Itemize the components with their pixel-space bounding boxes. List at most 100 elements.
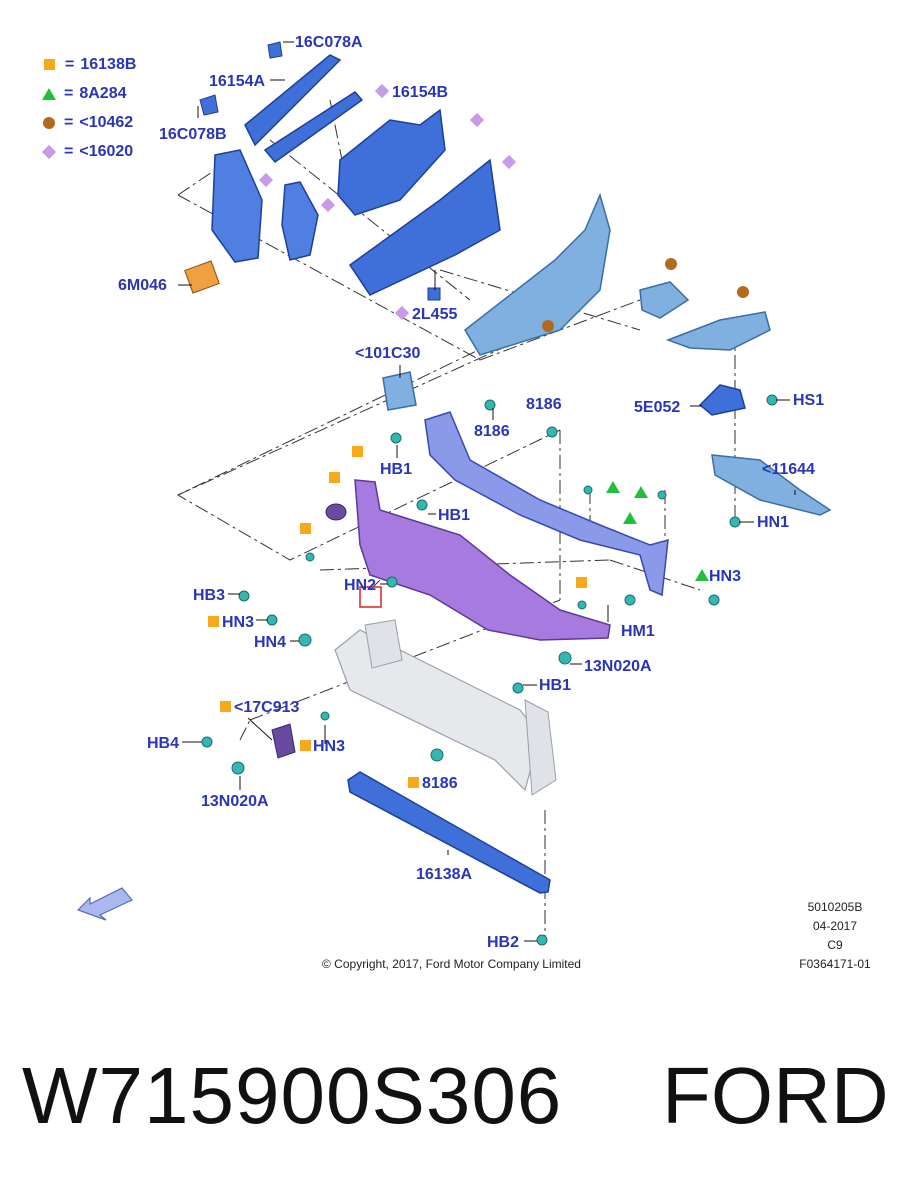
legend-row-diamond: = <16020 <box>41 137 136 166</box>
fastener-hn3-a <box>708 594 720 606</box>
part-bracket-10462-b <box>665 311 771 351</box>
part-labels: 16C078A 16154A 16154B 16C078B 6M046 2L45… <box>118 34 824 951</box>
square-symbol <box>329 472 340 483</box>
label-101c30: <101C30 <box>355 345 420 362</box>
diamond-symbol <box>374 83 390 99</box>
fastener-8186-c <box>430 748 444 762</box>
label-hb1-b: HB1 <box>438 507 470 524</box>
triangle-symbol <box>695 569 709 581</box>
part-radiator-support-lower <box>354 479 611 641</box>
diamond-symbol <box>469 112 485 128</box>
triangle-icon <box>42 87 56 100</box>
fastener-hb1-a <box>390 432 402 444</box>
square-symbol <box>576 577 587 588</box>
circle-symbol <box>542 320 554 332</box>
part-16154b <box>263 91 364 164</box>
part-crush-can-right <box>524 699 557 796</box>
fastener-13n020a-a <box>558 651 572 665</box>
fastener-hb3 <box>238 590 250 602</box>
radiator-support-parts <box>325 411 669 641</box>
part-16c078a <box>267 41 283 59</box>
part-16154a <box>244 54 342 147</box>
part-radiator-support-upper <box>424 411 669 597</box>
part-5e052 <box>698 384 746 416</box>
footer: W715900S306 FORD <box>0 1050 912 1160</box>
label-hb4: HB4 <box>147 735 179 752</box>
part-grommet <box>325 503 347 521</box>
legend-equals: = <box>64 142 74 160</box>
square-symbol <box>300 740 311 751</box>
figure-id: F0364171-01 <box>799 957 871 971</box>
square-symbol <box>352 446 363 457</box>
drawing-date: 04-2017 <box>812 919 858 933</box>
diamond-symbol <box>258 172 274 188</box>
part-number: W715900S306 <box>22 1051 563 1140</box>
part-fender-apron <box>464 192 611 356</box>
label-hs1: HS1 <box>793 392 824 409</box>
label-hn4: HN4 <box>254 634 286 651</box>
upper-apron-parts <box>184 41 501 301</box>
part-17c913 <box>271 723 296 759</box>
label-8186-c: 8186 <box>422 775 458 792</box>
legend-code: 16138B <box>80 55 137 73</box>
label-hn3-b: HN3 <box>222 614 254 631</box>
bumper-beam-parts <box>271 619 557 894</box>
fastener-hb4 <box>201 736 213 748</box>
diamond-symbol <box>320 197 336 213</box>
fastener-hn1 <box>729 516 741 528</box>
part-strut-bracket-mid <box>281 181 319 261</box>
label-2l455: 2L455 <box>412 306 457 323</box>
diamond-symbol <box>394 305 410 321</box>
drawing-number: 5010205B <box>807 900 863 914</box>
part-16138a <box>347 771 551 894</box>
part-crush-can-left <box>364 619 403 669</box>
label-6m046: 6M046 <box>118 277 167 294</box>
label-16c078b: 16C078B <box>159 126 227 143</box>
legend-equals: = <box>64 84 74 102</box>
label-hb1-a: HB1 <box>380 461 412 478</box>
fastener-13n020a-b <box>231 761 245 775</box>
fastener-hn4 <box>298 633 312 647</box>
fastener-hn3-c <box>320 711 330 721</box>
fastener-hb1-b <box>416 499 428 511</box>
parts-diagram: 16C078A 16154A 16154B 16C078B 6M046 2L45… <box>76 34 832 951</box>
copyright-notice: © Copyright, 2017, Ford Motor Company Li… <box>322 957 581 971</box>
fastener-8a284-b <box>657 490 667 500</box>
label-11644: <11644 <box>762 461 815 478</box>
leader-lines <box>178 41 796 942</box>
fastener-hn2 <box>386 576 398 588</box>
label-13n020a-a: 13N020A <box>584 658 652 675</box>
legend-equals: = <box>64 113 74 131</box>
label-16c078a: 16C078A <box>295 34 363 51</box>
fasteners <box>201 394 778 946</box>
square-icon <box>44 59 55 70</box>
legend-row-square: = 16138B <box>42 50 136 79</box>
fastener-16138b-a <box>305 552 315 562</box>
legend-code: <16020 <box>79 142 134 160</box>
part-apron-panel <box>348 158 501 296</box>
label-17c913: <17C913 <box>234 699 299 716</box>
part-16c078b <box>199 94 219 116</box>
part-2l455 <box>427 287 441 301</box>
label-hn2: HN2 <box>344 577 376 594</box>
label-hn1: HN1 <box>757 514 789 531</box>
square-symbol <box>208 616 219 627</box>
fastener-hs1 <box>766 394 778 406</box>
highlight-box <box>359 586 382 608</box>
part-strut-tower <box>337 108 446 216</box>
fastener-hm1 <box>624 594 636 606</box>
diamond-symbol <box>501 154 517 170</box>
circle-icon <box>43 116 55 129</box>
legend-code: 8A284 <box>79 84 127 102</box>
fastener-hb2 <box>536 934 548 946</box>
label-hb3: HB3 <box>193 587 225 604</box>
part-bracket-10462-a <box>639 281 690 319</box>
triangle-symbol <box>606 481 620 493</box>
triangle-symbol <box>623 512 637 524</box>
fastener-8186-b <box>546 426 558 438</box>
brand-name: FORD <box>662 1051 889 1140</box>
fastener-hb1-c <box>512 682 524 694</box>
label-hb1-c: HB1 <box>539 677 571 694</box>
legend-row-triangle: = 8A284 <box>42 79 136 108</box>
label-16154a: 16154A <box>209 73 265 90</box>
